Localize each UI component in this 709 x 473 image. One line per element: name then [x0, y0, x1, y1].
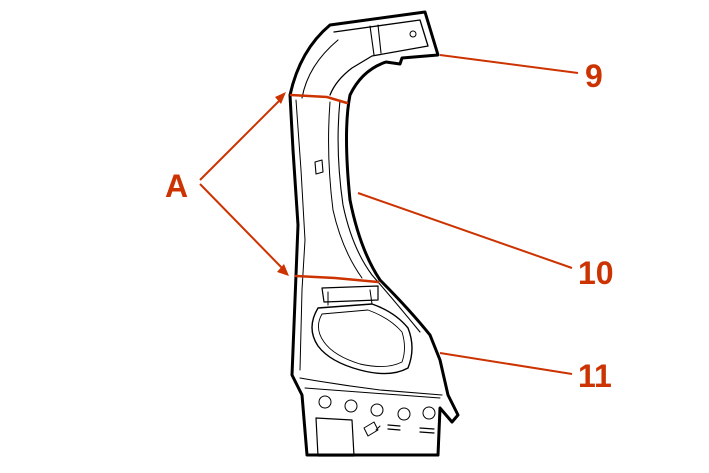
- leader-9: [439, 54, 579, 74]
- fastener-hole: [370, 403, 384, 417]
- lower-sill-edge-2: [304, 387, 441, 399]
- fastener-hole: [422, 406, 436, 420]
- callout-leaders: [357, 54, 579, 375]
- inner-edge-left: [295, 99, 306, 371]
- lower-sill-edge: [299, 377, 443, 396]
- lower-cut-line: [294, 274, 380, 284]
- callout-label-11: 11: [578, 358, 612, 394]
- callout-label-9: 9: [585, 58, 603, 94]
- upper-cut-line: [289, 93, 349, 105]
- inner-flange-right-2: [328, 101, 363, 279]
- callout-labels: A 9 10 11: [165, 58, 614, 394]
- pillar-outline: [288, 10, 460, 457]
- inner-flange-left: [301, 39, 339, 99]
- arrow-a-lower-head: [277, 264, 289, 276]
- arrow-a-upper-head: [275, 92, 286, 104]
- callout-label-a: A: [165, 168, 188, 204]
- callout-label-10: 10: [578, 255, 614, 291]
- roof-rail-section: [329, 19, 429, 96]
- leader-10: [357, 192, 573, 269]
- leader-11: [439, 352, 573, 375]
- small-fitting: [363, 421, 381, 437]
- section-cut-lines: [289, 93, 380, 284]
- lower-box: [321, 285, 379, 303]
- arrow-a-lower-line: [199, 183, 285, 271]
- panel-recess: [311, 303, 413, 375]
- callout-a-arrows: [199, 92, 289, 276]
- lower-box-tab-left: [327, 289, 373, 306]
- fastener-hole: [397, 407, 411, 421]
- panel-recess-inner: [318, 309, 405, 367]
- pillar-panel: [288, 10, 460, 457]
- access-plate: [315, 417, 355, 457]
- fastener-row: [318, 395, 436, 421]
- fastener-hole: [318, 395, 332, 409]
- roof-rail-divider: [369, 24, 382, 56]
- fastener-hole: [344, 399, 358, 413]
- arrow-a-upper-line: [199, 97, 283, 181]
- slot-marks: [387, 424, 435, 434]
- inner-flange-right: [337, 99, 421, 333]
- slot-opening: [314, 159, 324, 175]
- top-hole: [409, 30, 417, 38]
